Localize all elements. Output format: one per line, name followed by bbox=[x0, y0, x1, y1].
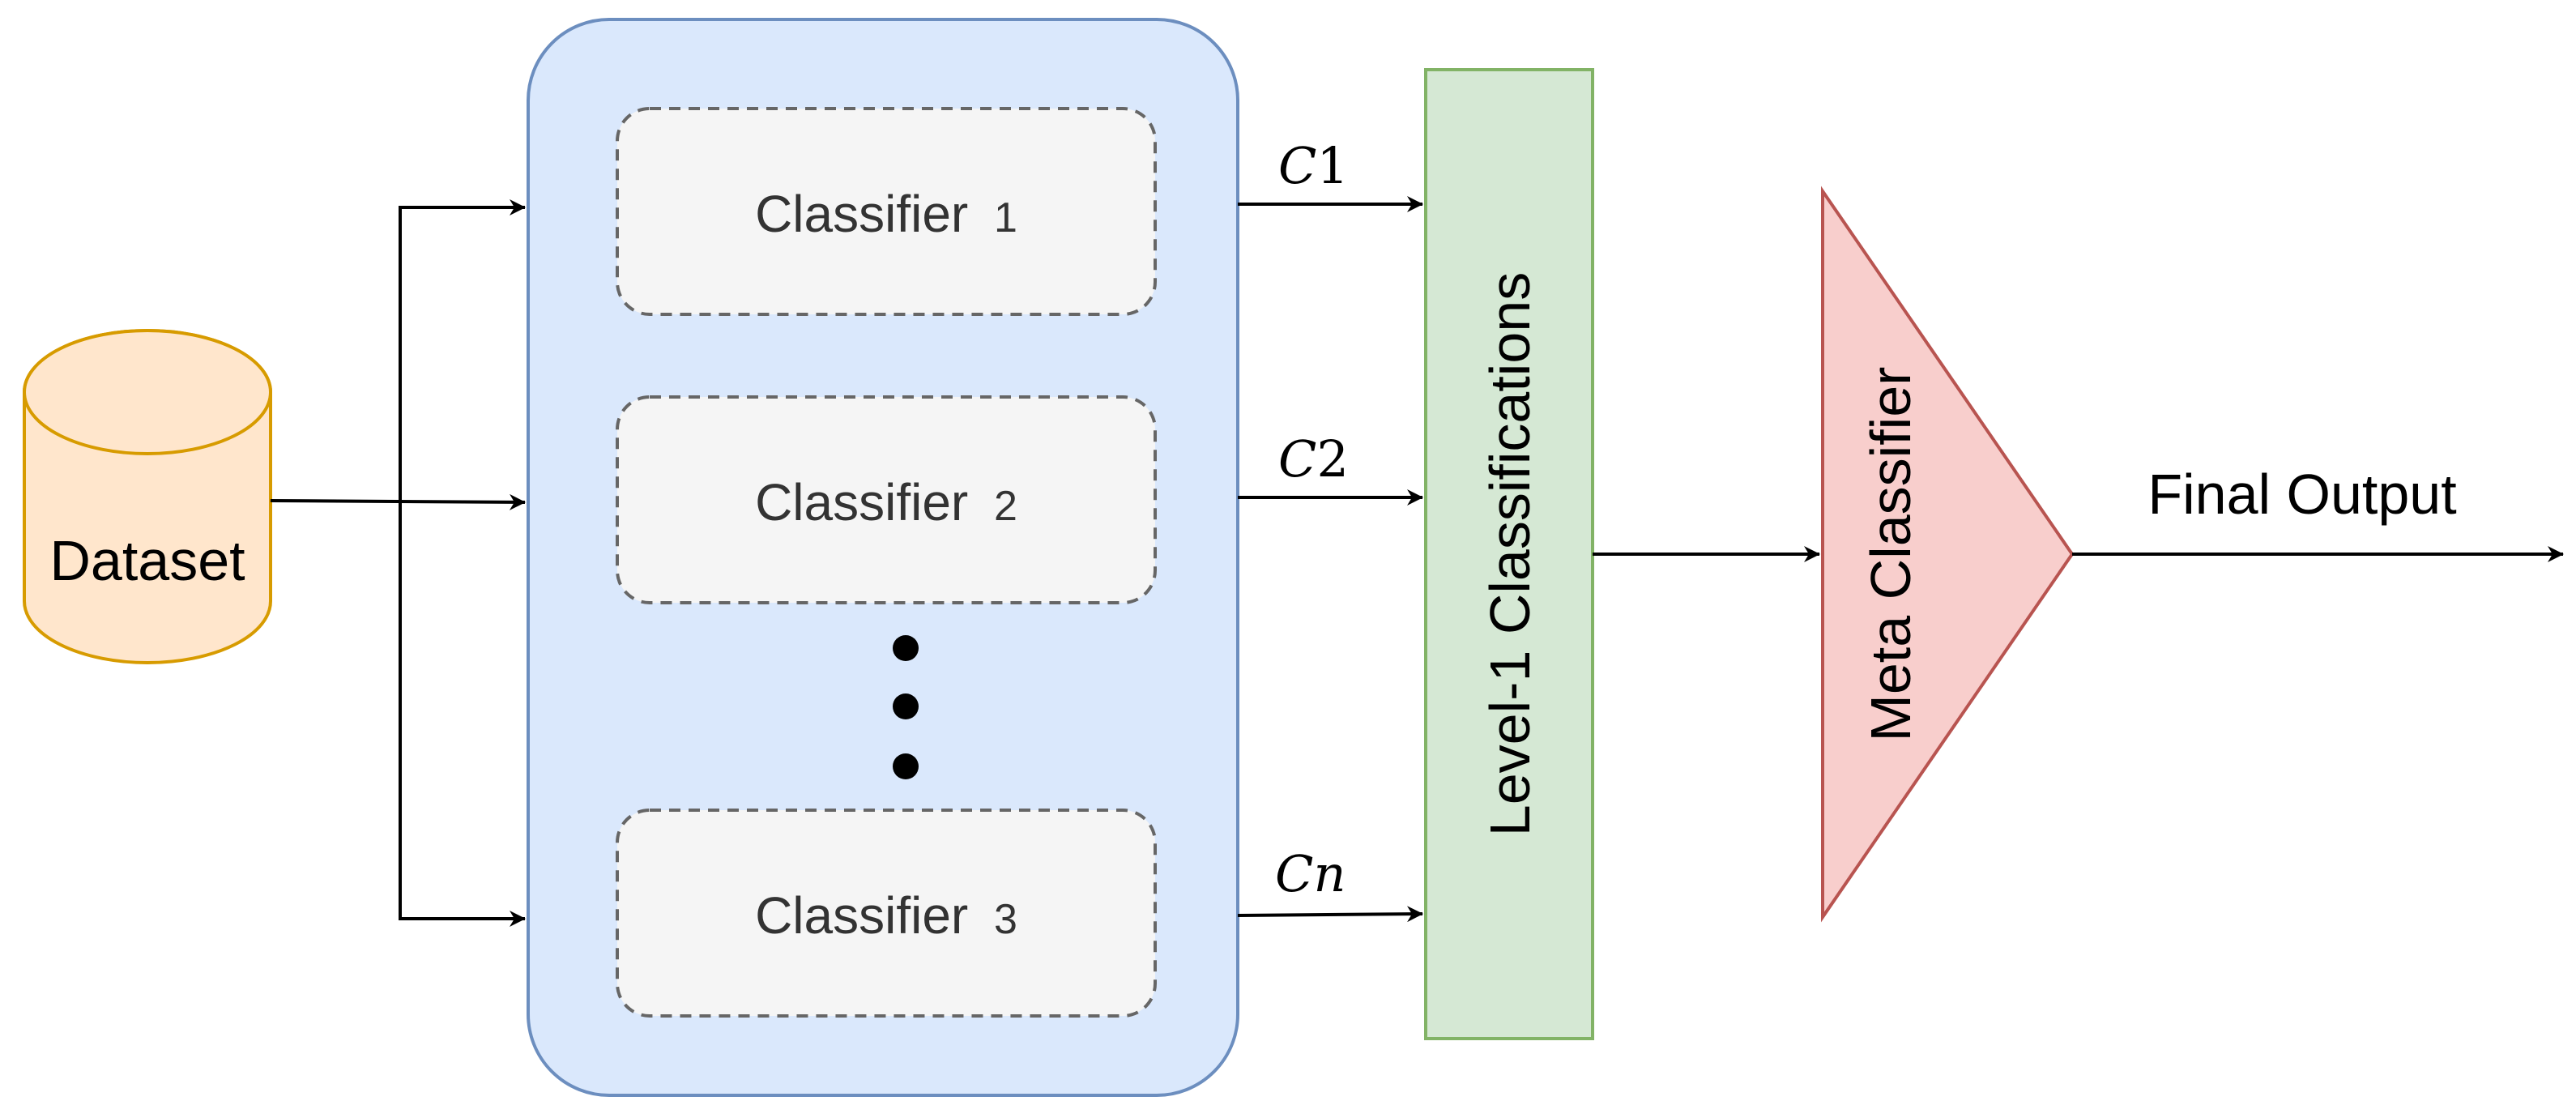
svg-text:Classifier 3: Classifier 3 bbox=[755, 886, 1017, 945]
c2-sub: 2 bbox=[1316, 429, 1348, 489]
classifier-3-number: 3 bbox=[994, 896, 1017, 943]
c1-sub: 1 bbox=[1316, 136, 1348, 195]
ellipsis-dot bbox=[893, 693, 919, 719]
classifier-1-box: Classifier 1 bbox=[616, 107, 1157, 316]
svg-text:Classifier 2: Classifier 2 bbox=[755, 473, 1017, 531]
cn-edge-label: Cn bbox=[1275, 844, 1346, 903]
c1-var: C bbox=[1278, 136, 1316, 195]
dataset-connectors bbox=[270, 199, 526, 927]
classifier-2-number: 2 bbox=[994, 483, 1017, 530]
classifier-1-number: 1 bbox=[994, 194, 1017, 241]
dataset-label: Dataset bbox=[49, 529, 245, 592]
cn-arrow bbox=[1237, 906, 1423, 923]
ellipsis-dot bbox=[893, 635, 919, 661]
c2-var: C bbox=[1278, 429, 1316, 489]
ellipsis-dot bbox=[893, 753, 919, 779]
prediction-arrows bbox=[1237, 196, 1423, 923]
level1-classifications-node: Level-1 Classifications bbox=[1424, 68, 1594, 1040]
c1-edge-label: C1 bbox=[1278, 136, 1349, 195]
dataset-cylinder-top bbox=[23, 329, 272, 455]
classifier-3-box: Classifier 3 bbox=[616, 809, 1157, 1018]
dataset-node: Dataset bbox=[23, 329, 272, 664]
more-classifiers-ellipsis bbox=[893, 635, 919, 779]
dataset-to-ensemble-arrow-middle bbox=[270, 493, 526, 510]
classifier-1-label: Classifier bbox=[755, 185, 968, 243]
svg-text:Classifier 1: Classifier 1 bbox=[755, 185, 1017, 243]
classifier-2-label: Classifier bbox=[755, 473, 968, 531]
dataset-to-ensemble-arrow-bottom bbox=[399, 501, 526, 927]
final-output-label: Final Output bbox=[2147, 463, 2456, 526]
classifier-2-box: Classifier 2 bbox=[616, 395, 1157, 604]
dataset-to-ensemble-arrow-top bbox=[399, 199, 526, 501]
cn-var: C bbox=[1275, 844, 1313, 903]
c2-edge-label: C2 bbox=[1278, 429, 1349, 489]
level1-classifications-label: Level-1 Classifications bbox=[1478, 272, 1542, 836]
classifier-3-label: Classifier bbox=[755, 886, 968, 945]
meta-classifier-label: Meta Classifier bbox=[1859, 367, 1922, 742]
cn-sub: n bbox=[1313, 844, 1346, 903]
meta-classifier-node: Meta Classifier bbox=[1821, 186, 2075, 923]
